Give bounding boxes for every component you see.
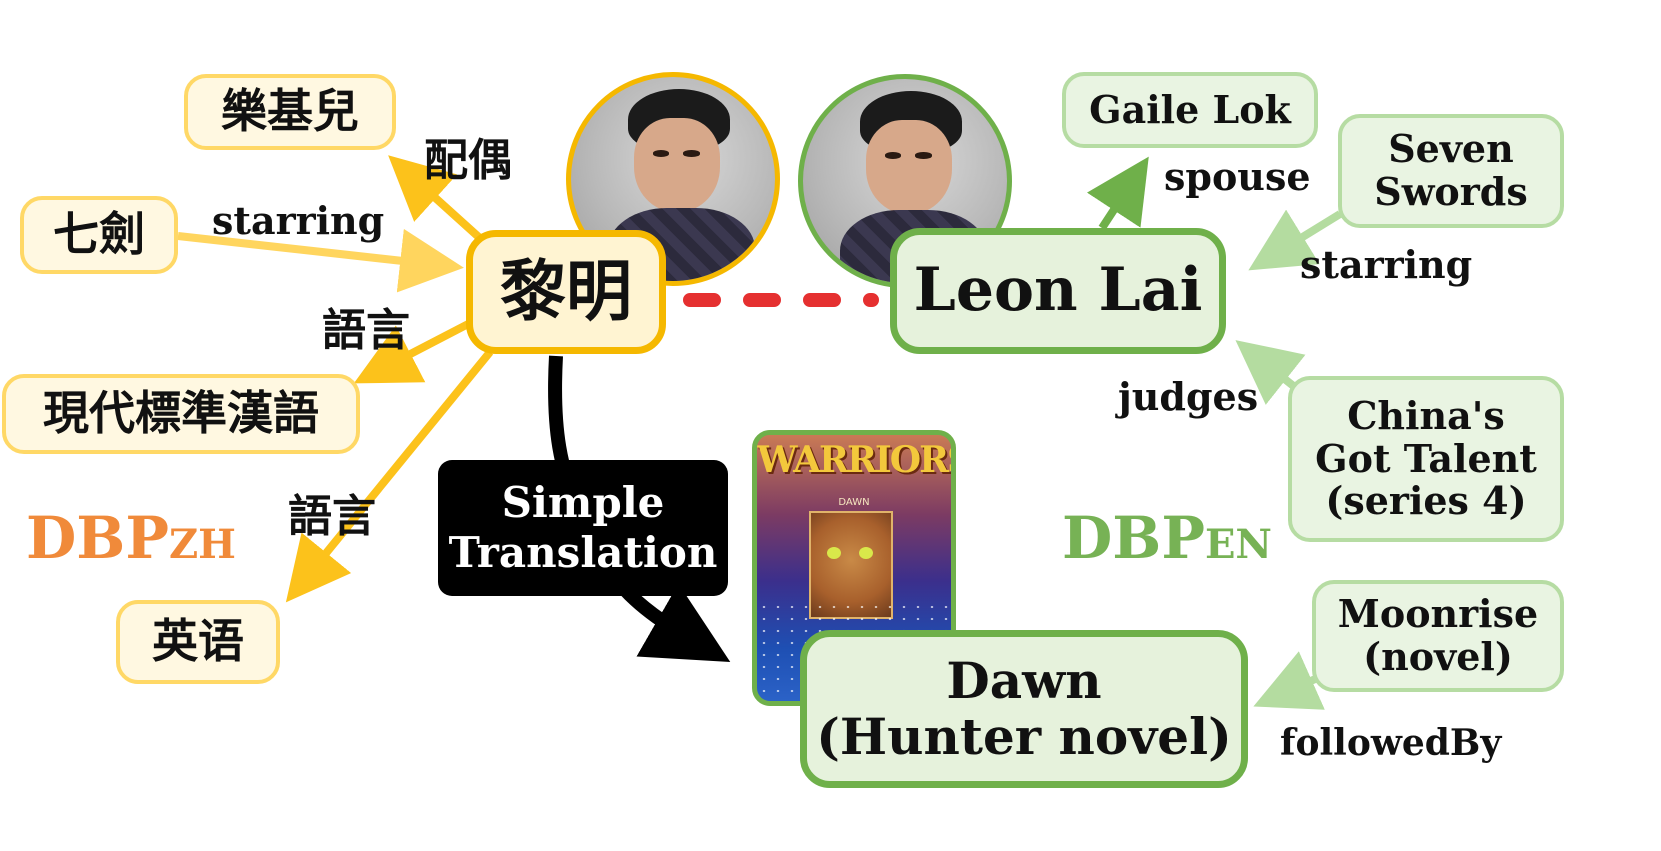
zh-node-starring-source: 七劍: [20, 196, 178, 274]
cover-subtitle: DAWN: [838, 497, 870, 508]
en-kb-label-sub: EN: [1204, 521, 1272, 568]
en-edge-label-judges: judges: [1118, 374, 1259, 419]
simple-translation-box: Simple Translation: [438, 460, 728, 596]
zh-node-language-target-1: 現代標準漢語: [2, 374, 360, 454]
en-node-starring-source: Seven Swords: [1338, 114, 1564, 228]
en-edge-label-spouse: spouse: [1164, 154, 1311, 199]
en-edge-label-starring: starring: [1300, 242, 1473, 287]
en-kb-label: DBPEN: [1062, 504, 1272, 572]
en-kb-label-main: DBP: [1062, 504, 1205, 572]
person-photo-icon: [566, 72, 780, 286]
edge-starring-en: [1248, 209, 1343, 271]
cover-title: WARRIORS: [757, 439, 956, 481]
en-node-dawn: Dawn (Hunter novel): [800, 630, 1248, 788]
zh-kb-label: DBPZH: [26, 504, 236, 572]
zh-center-node: 黎明: [466, 230, 666, 354]
zh-kb-label-sub: ZH: [168, 521, 236, 568]
en-center-node: Leon Lai: [890, 228, 1226, 354]
zh-edge-label-language-2: 語言: [288, 491, 376, 542]
edge-spouse-zh: [388, 155, 485, 243]
zh-edge-label-starring: starring: [212, 198, 385, 243]
zh-node-language-target-2: 英语: [116, 600, 280, 684]
zh-node-spouse-target: 樂基兒: [184, 74, 396, 150]
edge-spouse-en: [1086, 156, 1149, 231]
edge-judges-en: [1235, 340, 1306, 405]
edge-starring-zh: [177, 228, 464, 293]
en-node-judges-source: China's Got Talent (series 4): [1288, 376, 1564, 542]
zh-kb-label-main: DBP: [26, 504, 169, 572]
edge-language-2-zh: [285, 349, 494, 603]
edge-language-1-zh: [353, 318, 474, 384]
en-node-followedby-source: Moonrise (novel): [1312, 580, 1564, 692]
zh-edge-label-language-1: 語言: [322, 305, 410, 356]
zh-edge-label-spouse: 配偶: [424, 135, 512, 186]
en-edge-label-followedby: followedBy: [1280, 722, 1502, 764]
en-node-spouse-target: Gaile Lok: [1062, 72, 1318, 148]
edge-followedby-en: [1253, 651, 1325, 710]
